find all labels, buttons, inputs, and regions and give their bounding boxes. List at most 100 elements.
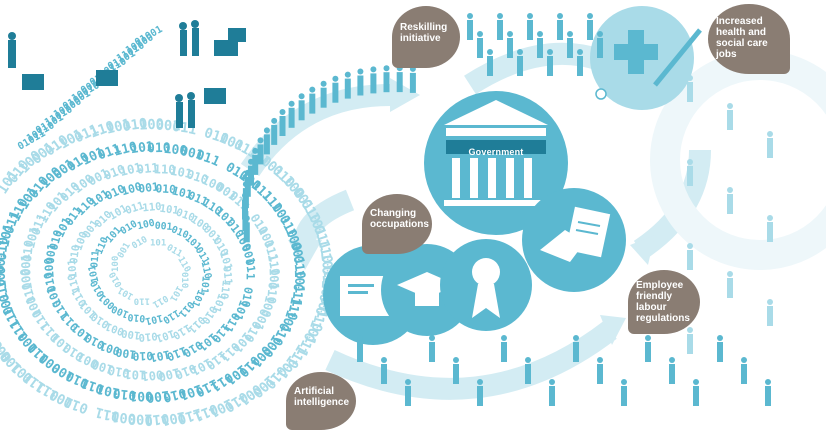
binary-digit: 110 — [314, 237, 335, 265]
binary-digit: 001 — [179, 144, 205, 163]
binary-digit: 010 — [308, 305, 330, 333]
binary-digit: 01 — [194, 148, 214, 167]
binary-digit: 100 — [157, 365, 182, 384]
person-icon — [252, 147, 259, 175]
person-icon — [687, 159, 693, 186]
binary-digit: 110 — [199, 260, 214, 280]
person-icon — [727, 271, 733, 298]
binary-digit: 001 — [111, 408, 137, 426]
bubble-text: intelligence — [294, 397, 350, 408]
binary-digit: 010 — [19, 281, 39, 306]
binary-digit: 101 — [291, 269, 306, 293]
person-icon — [525, 357, 531, 384]
bubble-text: regulations — [636, 313, 690, 324]
person-icon — [587, 13, 593, 40]
binary-digit: 101 — [171, 183, 194, 201]
binary-digit: 001 — [43, 243, 59, 265]
binary-digit: 100 — [136, 218, 156, 233]
arrowhead-5 — [630, 235, 655, 265]
employee-regulations-bubble: Employee friendly labour regulations — [628, 270, 700, 334]
binary-digit: 010 — [41, 270, 60, 293]
people-and-boxes-icons — [8, 20, 246, 128]
handshake-icon — [540, 206, 611, 262]
binary-digit: 100 — [111, 256, 121, 272]
binary-digit: 110 — [218, 279, 232, 300]
person-icon — [263, 127, 270, 155]
person-icon — [409, 65, 416, 93]
people-figures — [242, 13, 773, 406]
binary-digit: 010 — [0, 236, 12, 261]
person-icon — [477, 379, 483, 406]
person-icon — [257, 137, 264, 165]
person-icon — [687, 75, 693, 102]
person-icon — [549, 379, 555, 406]
binary-digit: 110 — [66, 272, 83, 294]
person-icon — [527, 13, 533, 40]
binary-digit: 001 — [287, 240, 307, 267]
binary-digit: 010 — [290, 255, 308, 280]
bubble-text: Reskilling — [400, 22, 448, 33]
binary-digit: 100 — [0, 264, 10, 289]
binary-digit: 100 — [18, 267, 36, 291]
binary-digit: 010 — [20, 239, 36, 262]
binary-digit: 101 — [0, 222, 17, 248]
person-icon — [383, 65, 390, 93]
binary-digit: 01 — [102, 406, 121, 425]
person-icon — [332, 75, 339, 103]
binary-digit: 1 — [244, 273, 258, 280]
person-icon — [453, 357, 459, 384]
binary-digit: 001 — [141, 367, 164, 383]
person-icon — [279, 109, 286, 136]
binary-digit: 010 — [238, 286, 256, 309]
person-icon — [693, 379, 699, 406]
binary-digit: 110 — [165, 344, 189, 365]
person-icon — [396, 65, 403, 93]
binary-digit: 101 — [148, 347, 171, 365]
person-icon — [537, 31, 543, 58]
binary-digit: 101 — [150, 238, 166, 248]
person-icon — [344, 71, 351, 99]
person-icon — [717, 335, 723, 362]
person-icon — [547, 49, 553, 76]
binary-digit: 101 — [169, 164, 193, 181]
binary-digit: 110 — [112, 139, 139, 159]
box-icon — [22, 74, 44, 90]
binary-digit: 110 — [283, 295, 302, 321]
binary-digit: 011 — [124, 200, 146, 217]
person-icon — [357, 68, 364, 96]
binary-digit: 100 — [145, 387, 170, 405]
artificial-intelligence-bubble: Artificial intelligence — [286, 372, 356, 430]
person-icon — [405, 379, 411, 406]
binary-digit: 010 — [107, 363, 131, 380]
binary-digit: 001 — [129, 388, 153, 403]
person-icon — [309, 86, 316, 114]
person-icon — [767, 299, 773, 326]
binary-digit: 101 — [267, 268, 282, 291]
binary-digit: 010 — [130, 235, 149, 252]
binary-digit: 101 — [231, 298, 251, 322]
person-icon — [767, 215, 773, 242]
syringe-icon — [653, 28, 702, 87]
binary-digit: 100 — [163, 142, 188, 159]
changing-occupations-bubble: Changing occupations — [362, 194, 432, 254]
binary-digit: 100 — [90, 357, 115, 377]
binary-digit: 001 — [154, 221, 173, 233]
person-icon — [497, 13, 503, 40]
binary-digit: 110 — [153, 162, 175, 177]
bubble-text: friendly — [636, 291, 673, 302]
binary-digit: 001 — [19, 254, 34, 277]
binary-digit: 101 — [118, 160, 143, 179]
binary-digit: 101 — [66, 259, 80, 279]
bubble-text: Changing — [370, 208, 417, 219]
binary-digit: 010 — [179, 272, 189, 288]
binary-digit: 101 — [87, 264, 102, 284]
binary-digit: 001 — [138, 179, 160, 195]
binary-digit: 011 — [151, 292, 170, 309]
binary-digit: 110 — [175, 404, 204, 427]
person-icon — [727, 103, 733, 130]
person-icon — [370, 66, 377, 94]
connector-dot — [595, 88, 607, 100]
binary-digit: 100 — [139, 116, 165, 133]
